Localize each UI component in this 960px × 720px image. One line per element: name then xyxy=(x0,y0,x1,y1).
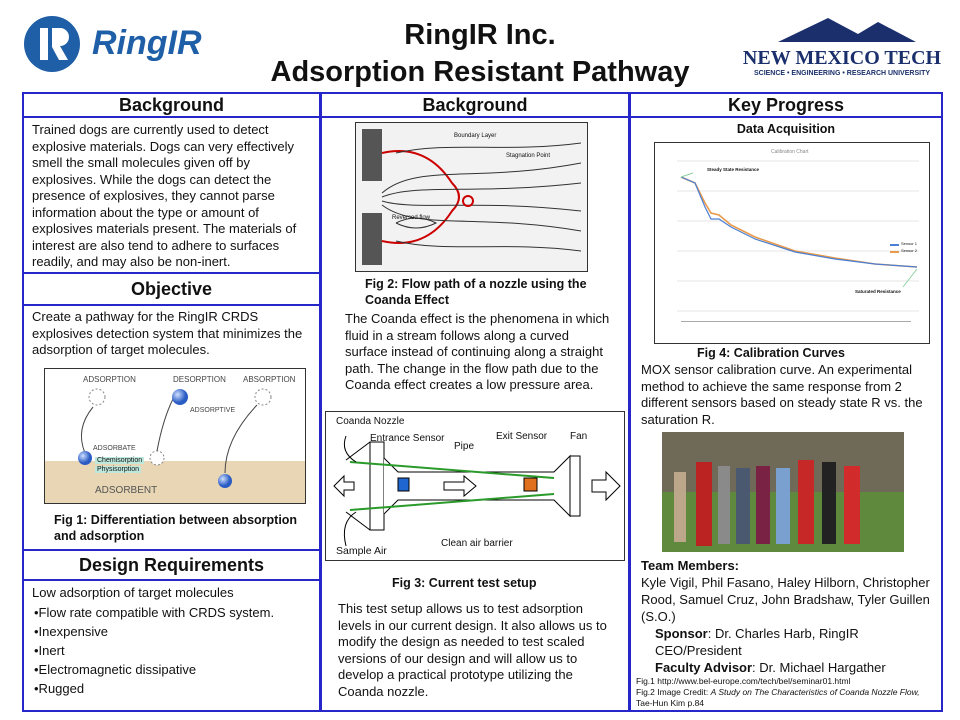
team-photo xyxy=(662,432,904,552)
fig1-label-adsorbent: ADSORBENT xyxy=(95,485,158,496)
list-item: •Electromagnetic dissipative xyxy=(34,662,197,677)
list-item: •Inexpensive xyxy=(34,624,108,639)
design-intro: Low adsorption of target molecules xyxy=(32,585,234,600)
chart-title: Calibration Chart xyxy=(771,149,809,155)
design-list: •Flow rate compatible with CRDS system. … xyxy=(34,603,316,698)
chart-legend-sensor1: Sensor 1 xyxy=(901,241,918,246)
section-heading-objective: Objective xyxy=(22,272,321,306)
poster-title-line2: Adsorption Resistant Pathway xyxy=(270,56,690,88)
background-text: Trained dogs are currently used to detec… xyxy=(32,122,297,269)
list-item: •Flow rate compatible with CRDS system. xyxy=(34,605,275,620)
reference-fig2: Fig.2 Image Credit: A Study on The Chara… xyxy=(636,687,936,709)
fig2-label-stagnation: Stagnation Point xyxy=(506,153,551,159)
advisor-text: : Dr. Michael Hargather xyxy=(752,660,886,675)
chart-steady-label: Steady State Resistance xyxy=(707,167,760,172)
section-heading-background-2: Background xyxy=(320,92,630,118)
fig1-label-absorption: ABSORPTION xyxy=(243,375,296,384)
section-heading-key-progress: Key Progress xyxy=(629,92,943,118)
fig1-label-adsorption: ADSORPTION xyxy=(83,375,136,384)
fig1-label-desorption: DESORPTION xyxy=(173,375,226,384)
team-names: Kyle Vigil, Phil Fasano, Haley Hilborn, … xyxy=(641,575,930,624)
list-item: •Rugged xyxy=(34,681,85,696)
test-setup-text: This test setup allows us to test adsorp… xyxy=(338,601,607,699)
fig3-caption: Fig 3: Current test setup xyxy=(392,576,537,590)
reference-fig2-prefix: Fig.2 Image Credit: xyxy=(636,687,711,697)
advisor-label: Faculty Advisor xyxy=(655,660,753,675)
team-label: Team Members: xyxy=(641,558,740,573)
ringir-logo: RingIR xyxy=(18,14,240,74)
fig3-label-entrance: Entrance Sensor xyxy=(370,433,445,444)
ringir-logo-text: RingIR xyxy=(92,24,202,62)
reference-fig1: Fig.1 http://www.bel-europe.com/tech/bel… xyxy=(636,676,851,686)
team-photo-image xyxy=(662,432,904,552)
fig1-label-physisorption: Physisorption xyxy=(95,466,142,473)
nmt-logo: NEW MEXICO TECH SCIENCE • ENGINEERING • … xyxy=(738,14,946,80)
fig1-label-chemisorption: Chemisorption xyxy=(95,457,145,464)
fig2-label-reversed: Reversed flow xyxy=(392,215,431,221)
fig2-label-boundary: Boundary Layer xyxy=(454,133,497,139)
nmt-logo-main: NEW MEXICO TECH xyxy=(742,47,942,69)
fig3-label-clean-air: Clean air barrier xyxy=(441,538,513,549)
fig2-coanda-nozzle-image: Boundary Layer Stagnation Point Reversed… xyxy=(355,122,588,272)
test-setup-schematic xyxy=(333,435,621,547)
list-item: •Inert xyxy=(34,643,65,658)
team-section: Team Members: Kyle Vigil, Phil Fasano, H… xyxy=(641,557,941,676)
flow-streamlines xyxy=(356,123,587,271)
sponsor-line: Sponsor: Dr. Charles Harb, RingIR CEO/Pr… xyxy=(641,625,941,659)
fig3-label-pipe: Pipe xyxy=(454,441,475,452)
fig1-label-adsorbate: ADSORBATE xyxy=(93,445,136,452)
data-acquisition-subheading: Data Acquisition xyxy=(736,122,836,136)
section-heading-background-1: Background xyxy=(22,92,321,118)
objective-text: Create a pathway for the RingIR CRDS exp… xyxy=(32,309,303,357)
advisor-line: Faculty Advisor: Dr. Michael Hargather xyxy=(641,659,941,676)
ringir-logo-mark xyxy=(24,16,80,72)
sponsor-text: : Dr. Charles Harb, RingIR CEO/President xyxy=(655,626,859,658)
reference-fig2-title: A Study on The Characteristics of Coanda… xyxy=(710,687,920,697)
mox-text: MOX sensor calibration curve. An experim… xyxy=(641,362,923,427)
fig1-label-adsorptive: ADSORPTIVE xyxy=(190,407,236,414)
sponsor-label: Sponsor xyxy=(655,626,708,641)
mountain-icon xyxy=(778,18,916,42)
adsorption-illustration xyxy=(45,388,305,503)
fig4-calibration-chart: Calibration Chart Steady State Resistanc… xyxy=(654,142,930,344)
fig3-label-sample-air: Sample Air xyxy=(336,545,387,557)
fig3-label-fan: Fan xyxy=(570,431,588,442)
chart-saturated-label: Saturated Resistance xyxy=(855,289,901,294)
fig1-adsorption-diagram: ADSORPTION DESORPTION ABSORPTION ADSORPT… xyxy=(44,368,306,504)
references: Fig.1 http://www.bel-europe.com/tech/bel… xyxy=(636,676,936,709)
fig2-caption: Fig 2: Flow path of a nozzle using the C… xyxy=(365,277,587,307)
chart-legend-sensor2: Sensor 2 xyxy=(901,248,918,253)
fig3-test-setup-diagram: Coanda Nozzle Entrance Sensor Pipe Exit … xyxy=(325,411,625,561)
poster-title-line1: RingIR Inc. xyxy=(404,19,556,51)
coanda-text: The Coanda effect is the phenomena in wh… xyxy=(345,311,610,392)
calibration-chart-plot xyxy=(677,160,919,322)
reference-fig2-suffix: Tae-Hun Kim p.84 xyxy=(636,698,705,708)
nmt-logo-sub: SCIENCE • ENGINEERING • RESEARCH UNIVERS… xyxy=(753,70,931,77)
fig3-label-coanda: Coanda Nozzle xyxy=(336,416,405,427)
section-heading-design: Design Requirements xyxy=(22,549,321,581)
fig1-caption: Fig 1: Differentiation between absorptio… xyxy=(54,513,298,543)
fig4-caption: Fig 4: Calibration Curves xyxy=(697,346,845,360)
fig3-label-exit: Exit Sensor xyxy=(496,431,548,442)
